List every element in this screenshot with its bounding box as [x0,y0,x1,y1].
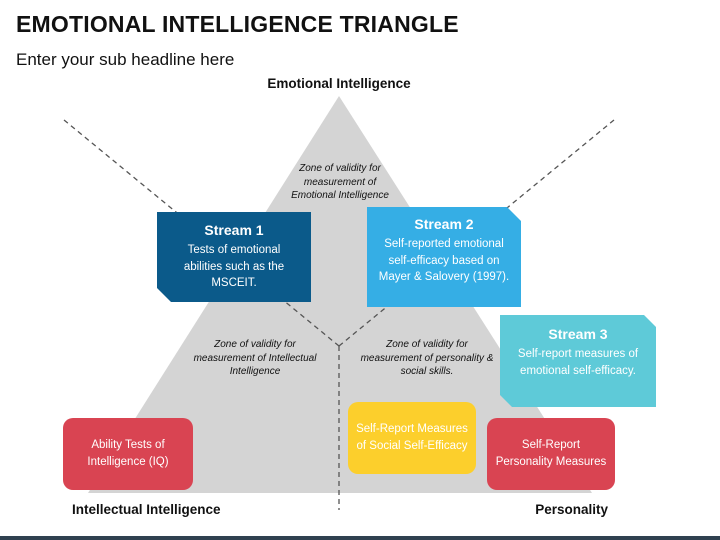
measure-iq-box: Ability Tests of Intelligence (IQ) [63,418,193,490]
corner-label-bottom-right: Personality [535,502,608,517]
measure-personality-text: Self-Report Personality Measures [495,439,607,468]
page-subtitle: Enter your sub headline here [16,50,235,69]
corner-label-top: Emotional Intelligence [267,76,411,91]
zone-right-text: Zone of validity for measurement of pers… [360,339,494,377]
measure-iq-text: Ability Tests of Intelligence (IQ) [87,439,169,468]
stream-3-box: Stream 3 Self-report measures of emotion… [500,315,656,407]
measure-social-box: Self-Report Measures of Social Self-Effi… [348,402,476,474]
stream-2-box: Stream 2 Self-reported emotional self-ef… [367,207,521,307]
stream-1-title: Stream 1 [204,222,264,238]
stream-1-description: Tests of emotional abilities such as the… [183,244,285,290]
stream-1-box: Stream 1 Tests of emotional abilities su… [157,212,311,302]
footer-bar [0,536,720,540]
page-title: EMOTIONAL INTELLIGENCE TRIANGLE [16,11,459,37]
zone-top-text: Zone of validity for measurement of Emot… [291,163,389,201]
measure-personality-box: Self-Report Personality Measures [487,418,615,490]
stream-2-description: Self-reported emotional self-efficacy ba… [378,238,510,284]
triangle-shape [88,96,592,493]
stream-2-title: Stream 2 [414,216,474,232]
measure-social-text: Self-Report Measures of Social Self-Effi… [356,423,468,452]
zone-left-text: Zone of validity for measurement of Inte… [193,339,317,377]
stream-3-title: Stream 3 [548,326,608,342]
stream-3-description: Self-report measures of emotional self-e… [517,348,639,377]
corner-label-bottom-left: Intellectual Intelligence [72,502,221,517]
